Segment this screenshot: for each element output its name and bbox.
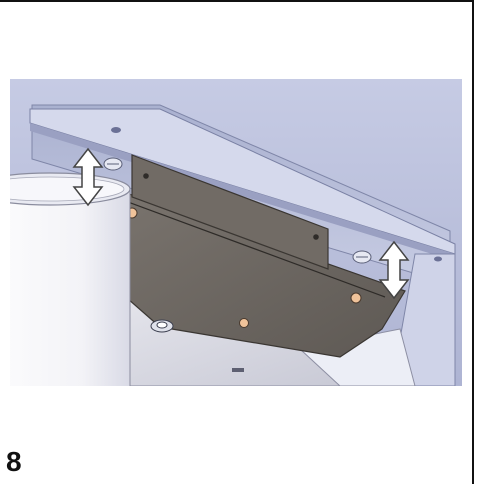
housing-right-side [399,253,456,386]
housing-rim [29,108,456,255]
bracket-upper-plate [131,154,329,270]
floor-fitting [150,319,174,333]
double-arrow-icon [72,147,104,207]
upper-plate-hole-right [313,234,319,240]
step-number: 8 [6,446,22,477]
screw-left [103,157,123,171]
rim-slot-right [434,256,442,262]
duct-collar [10,172,131,386]
bracket-hole-right [350,292,362,304]
rim-slot-left [111,127,121,133]
bracket-fold-line [119,198,386,298]
floor-slot [232,368,244,372]
installation-illustration [10,79,462,386]
double-arrow-icon-right [378,240,410,300]
illustration-svg [10,79,462,386]
screw-right [352,250,372,264]
bracket-hole-bottom [239,318,249,328]
upper-plate-hole-left [143,173,149,179]
